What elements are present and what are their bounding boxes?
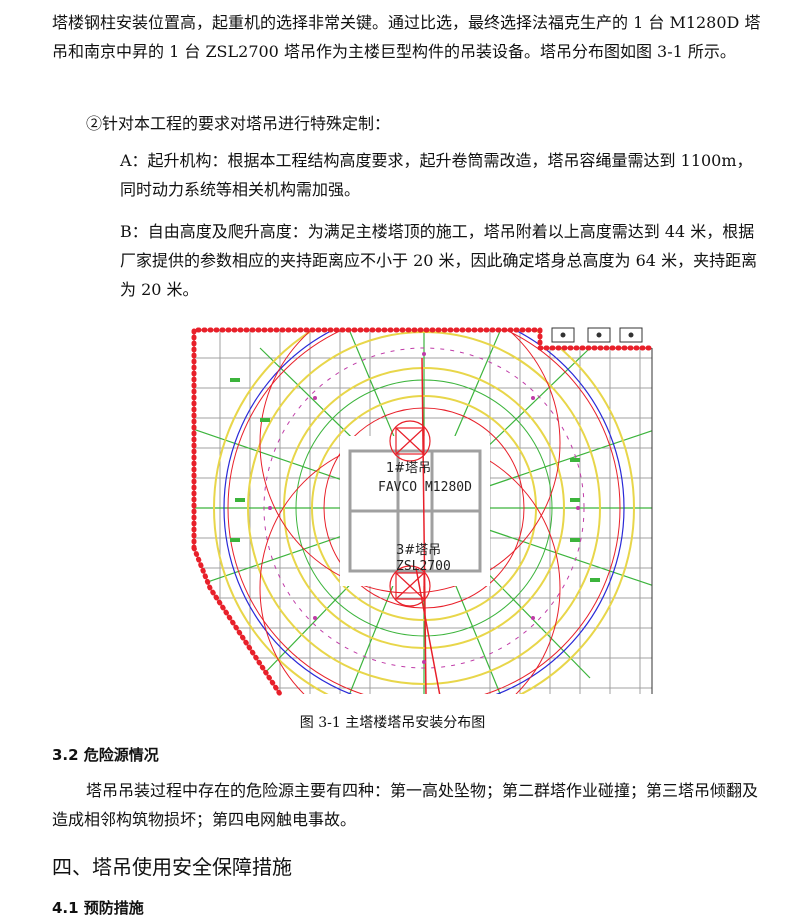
crane-1-base: [389, 420, 431, 462]
crane-layout-svg: 1#塔吊 FAVCO M1280D 3#塔吊 ZSL2700: [191, 327, 655, 697]
paragraph-hazards: 塔吊吊装过程中存在的危险源主要有四种：第一高处坠物；第二群塔作业碰撞；第三塔吊倾…: [52, 781, 759, 829]
crane-1-label: 1#塔吊: [386, 461, 431, 476]
site-boundary-left: [191, 545, 283, 697]
beam-tags: [230, 378, 600, 582]
paragraph-tower-crane-selection: 塔楼钢柱安装位置高，起重机的选择非常关键。通过比选，最终选择法福克生产的 1 台…: [52, 13, 761, 61]
crane-3-model-label: ZSL2700: [396, 559, 451, 574]
crane-layout-drawing: 1#塔吊 FAVCO M1280D 3#塔吊 ZSL2700: [190, 318, 658, 697]
legend-boxes: [551, 327, 643, 343]
site-boundary-top: [191, 327, 655, 551]
crane-1-model-label: FAVCO M1280D: [378, 480, 472, 495]
section-4-1-heading: 4.1 预防措施: [52, 899, 144, 917]
paragraph-hoisting-mechanism: A：起升机构：根据本工程结构高度要求，起升卷筒需改造，塔吊容绳量需达到 1100…: [120, 151, 753, 199]
paragraph-free-height: B：自由高度及爬升高度：为满足主楼塔顶的施工，塔吊附着以上高度需达到 44 米，…: [120, 222, 758, 299]
paragraph-custom-requirements: ②针对本工程的要求对塔吊进行特殊定制：: [86, 114, 391, 133]
node-dots: [268, 352, 580, 664]
figure-caption: 图 3-1 主塔楼塔吊安装分布图: [299, 715, 486, 731]
crane-3-label: 3#塔吊: [396, 543, 441, 558]
crane-jibs: [415, 357, 441, 694]
section-4-heading: 四、塔吊使用安全保障措施: [52, 855, 292, 879]
section-3-2-heading: 3.2 危险源情况: [52, 746, 159, 764]
core-walls: [348, 449, 482, 573]
drawing-body: [194, 330, 652, 694]
floor-rings: [213, 330, 635, 694]
